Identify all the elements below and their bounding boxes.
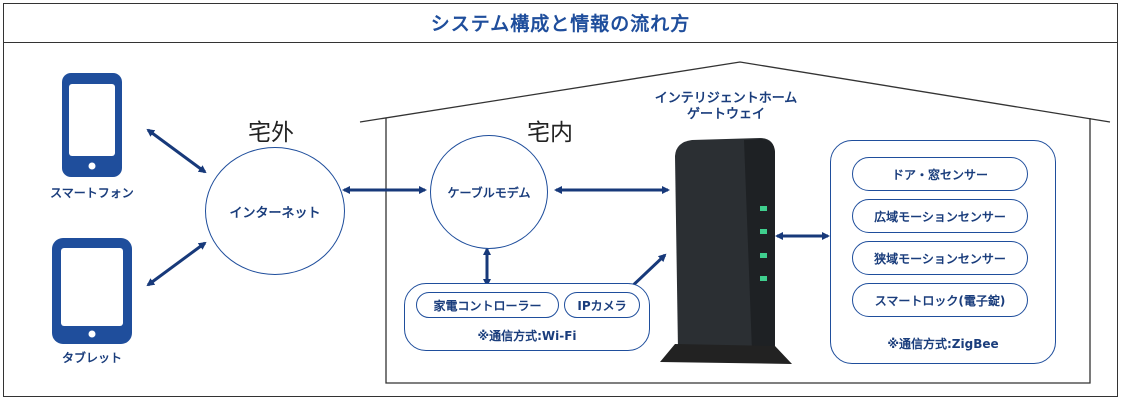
arrow-smartphone-internet — [146, 128, 207, 174]
appliance-controller-pill: 家電コントローラー — [416, 292, 559, 318]
wifi-note: ※通信方式:Wi-Fi — [477, 329, 577, 343]
diagram-title: システム構成と情報の流れ方 — [430, 13, 691, 35]
smartphone-label: スマートフォン — [50, 186, 134, 200]
tablet-icon — [52, 238, 132, 344]
cable-modem-label: ケーブルモデム — [447, 185, 531, 200]
gateway-router-image — [660, 138, 792, 364]
internet-label: インターネット — [229, 205, 321, 221]
diagram-frame — [3, 3, 1118, 397]
door-window-sensor-pill: ドア・窓センサー — [852, 157, 1028, 191]
smartphone-icon — [62, 73, 122, 177]
house-walls — [385, 118, 1091, 384]
title-bar: システム構成と情報の流れ方 — [3, 3, 1118, 43]
gateway-title: インテリジェントホーム ゲートウェイ — [626, 91, 826, 123]
gateway-title-line2: ゲートウェイ — [686, 107, 765, 122]
smart-lock-pill: スマートロック(電子錠) — [852, 283, 1028, 317]
inside-label: 宅内 — [527, 120, 573, 146]
outside-label: 宅外 — [248, 120, 294, 146]
tablet-label: タブレット — [61, 351, 122, 365]
zigbee-note: ※通信方式:ZigBee — [887, 337, 999, 351]
narrow-motion-sensor-pill: 狭域モーションセンサー — [852, 241, 1028, 275]
arrow-tablet-internet — [146, 241, 207, 287]
ip-camera-pill: IPカメラ — [564, 292, 640, 318]
gateway-title-line1: インテリジェントホーム — [654, 91, 798, 106]
house-outline — [359, 61, 1111, 123]
internet-node: インターネット — [205, 147, 345, 275]
cable-modem-node: ケーブルモデム — [430, 135, 548, 249]
wide-motion-sensor-pill: 広域モーションセンサー — [852, 199, 1028, 233]
